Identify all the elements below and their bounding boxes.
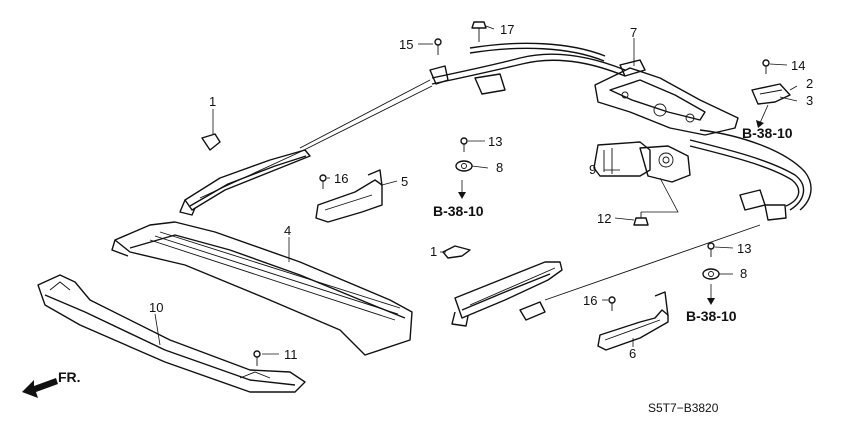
callout-1-top: 1: [209, 94, 216, 109]
callout-5: 5: [401, 174, 408, 189]
callout-8-top: 8: [496, 160, 503, 175]
left-slide-rail: [179, 149, 311, 216]
callout-14: 14: [791, 58, 805, 73]
callout-7: 7: [630, 25, 637, 40]
drive-bracket-assembly: [594, 59, 739, 136]
callout-13-bottom: 13: [737, 241, 751, 256]
screw-13a: [460, 137, 468, 152]
callout-11: 11: [284, 347, 298, 362]
sunroof-cable-assembly: [299, 42, 812, 301]
right-slide-rail: [451, 261, 563, 327]
reference-label-2: B-38-10: [742, 125, 793, 141]
callout-12: 12: [597, 211, 611, 226]
bolt-17: [471, 21, 487, 42]
bracket-part-6: [597, 291, 669, 351]
screw-13b: [707, 242, 715, 257]
callout-16-top: 16: [334, 171, 348, 186]
bolt-12: [633, 212, 649, 226]
direction-label: FR.: [58, 369, 81, 385]
callout-1-bottom: 1: [430, 244, 437, 259]
nut-8a: [455, 160, 473, 172]
callout-16-bottom: 16: [583, 293, 597, 308]
callout-9: 9: [589, 162, 596, 177]
callout-13-top: 13: [488, 134, 502, 149]
sunshade-panel: [111, 221, 413, 356]
small-hardware: [201, 21, 791, 366]
leader-lines: [154, 25, 798, 355]
callout-3: 3: [806, 93, 813, 108]
screw-15: [434, 38, 442, 55]
callout-labels: 1 1 2 3 4 5 6 7 8 8 9 10 11 12 13 13 14 …: [149, 22, 813, 362]
drawing-code: S5T7−B3820: [648, 401, 719, 415]
wind-deflector: [37, 274, 306, 393]
reference-labels: B-38-10 B-38-10 B-38-10: [433, 125, 793, 324]
screw-16a: [319, 174, 327, 189]
callout-4: 4: [284, 223, 291, 238]
callout-17: 17: [500, 22, 514, 37]
nut-8b: [702, 268, 720, 280]
screw-16b: [608, 296, 616, 311]
callout-6: 6: [629, 346, 636, 361]
reference-label-1: B-38-10: [433, 203, 484, 219]
screw-14: [762, 59, 770, 74]
callout-15: 15: [399, 37, 413, 52]
reference-label-3: B-38-10: [686, 308, 737, 324]
callout-10: 10: [149, 300, 163, 315]
callout-8-bottom: 8: [740, 266, 747, 281]
callout-2: 2: [806, 76, 813, 91]
bracket-part-5: [315, 169, 383, 223]
front-direction-arrow: [22, 378, 58, 398]
screw-11: [253, 350, 261, 366]
sunroof-motor: [593, 141, 691, 183]
